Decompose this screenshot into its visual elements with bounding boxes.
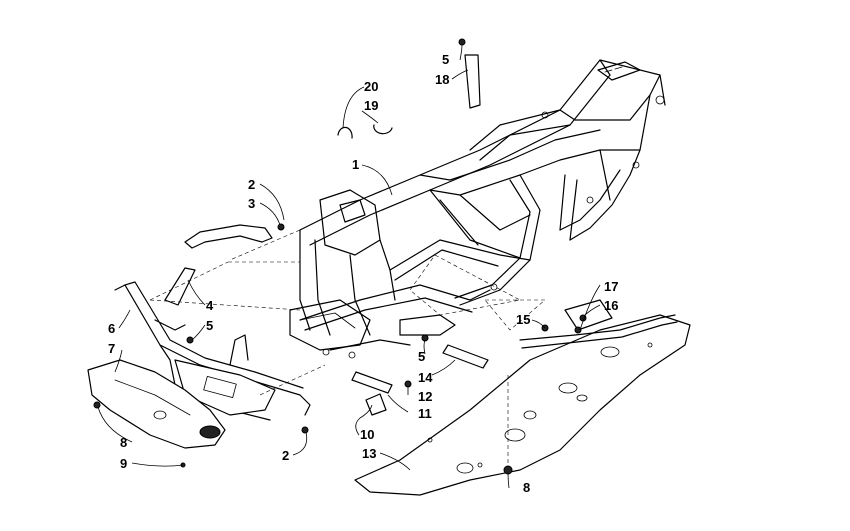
label-12: 12: [418, 389, 432, 404]
label-5-top: 5: [442, 52, 449, 67]
label-17: 17: [604, 279, 618, 294]
label-16: 16: [604, 298, 618, 313]
label-8-bottom: 8: [523, 480, 530, 495]
label-5-left: 5: [206, 318, 213, 333]
main-frame: [289, 59, 666, 359]
label-3: 3: [248, 196, 255, 211]
label-9: 9: [120, 456, 127, 471]
label-1: 1: [352, 157, 359, 172]
label-4: 4: [206, 298, 214, 313]
label-13: 13: [362, 446, 376, 461]
label-20: 20: [364, 79, 378, 94]
reference-lines: [149, 229, 546, 465]
part-labels: 1 2 3 2 4 5 5 5 6 7 8 8 9 10 11 12 13 14…: [108, 52, 618, 495]
label-2-lower: 2: [282, 448, 289, 463]
label-14: 14: [418, 370, 433, 385]
side-brace: [519, 299, 678, 349]
label-11: 11: [418, 406, 432, 421]
label-10: 10: [360, 427, 374, 442]
skid-plate: [354, 314, 691, 496]
label-15: 15: [516, 312, 530, 327]
label-8-left: 8: [120, 435, 127, 450]
label-5-center: 5: [418, 349, 425, 364]
label-2-upper: 2: [248, 177, 255, 192]
leader-lines: [97, 44, 601, 489]
label-19: 19: [364, 98, 378, 113]
label-18: 18: [435, 72, 449, 87]
label-7: 7: [108, 341, 115, 356]
front-skid-guard: [87, 359, 226, 449]
label-6: 6: [108, 321, 115, 336]
